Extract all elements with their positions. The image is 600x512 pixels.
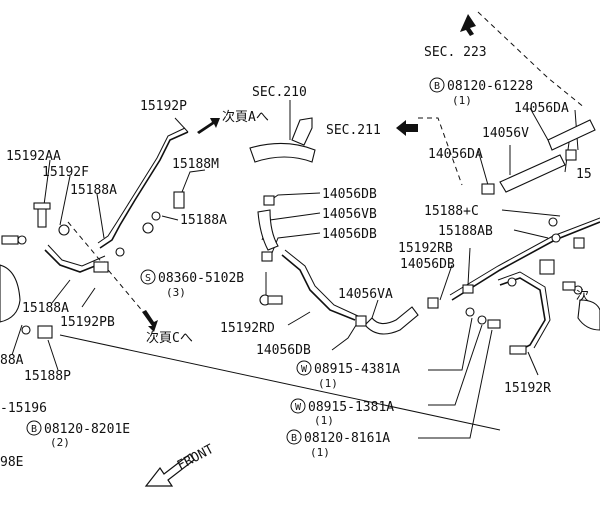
- label-14056da-top: 14056DA: [514, 101, 569, 116]
- hoses: [249, 117, 596, 335]
- arrow-next-page-c-icon: [142, 310, 158, 332]
- label-08360-qty: (3): [166, 286, 186, 299]
- label-sec211: SEC.211: [326, 123, 381, 138]
- label-right-cut: 次: [576, 288, 589, 304]
- label-next-page-a: 次頁Aへ: [222, 109, 269, 125]
- label-next-page-c: 次頁Cへ: [146, 330, 193, 346]
- label-08360-5102b: 08360-5102B: [158, 271, 244, 286]
- label-14056vb: 14056VB: [322, 207, 377, 222]
- label-15188a-a: 15188A: [70, 183, 117, 198]
- label-15-right: 15: [576, 167, 592, 182]
- arrow-sec211-icon: [396, 120, 418, 136]
- front-arrow-icon: [144, 453, 195, 487]
- label-15188ab: 15188AB: [438, 224, 493, 239]
- label-08915-1381a: 08915-1381A: [308, 400, 394, 415]
- label-14056db-2: 14056DB: [322, 227, 377, 242]
- label-08120-61228-qty: (1): [452, 94, 472, 107]
- label-15192r: 15192R: [504, 381, 551, 396]
- label-08120-8201e: 08120-8201E: [44, 422, 130, 437]
- label-08915-1381a-qty: (1): [314, 414, 334, 427]
- label-14056db-4: 14056DB: [256, 343, 311, 358]
- circle-markers: B S W W B B: [26, 77, 445, 445]
- label-15188m: 15188M: [172, 157, 219, 172]
- label-15192f: 15192F: [42, 165, 89, 180]
- w-marker-1381: W: [295, 402, 302, 413]
- label-98e: 98E: [0, 455, 23, 470]
- arrow-sec223-icon: [460, 14, 476, 36]
- b-marker-8161: B: [291, 433, 297, 444]
- label-15192p: 15192P: [140, 99, 187, 114]
- label-14056db-1: 14056DB: [322, 187, 377, 202]
- label-08120-8161a: 08120-8161A: [304, 431, 390, 446]
- label-14056va: 14056VA: [338, 287, 393, 302]
- part-labels: SEC. 223 08120-61228 (1) 14056DA 14056V …: [0, 45, 592, 474]
- label-08915-4381a-qty: (1): [318, 377, 338, 390]
- dashed-leaders: [67, 11, 586, 321]
- label-15188a-c: 15188A: [22, 301, 69, 316]
- label-14056v: 14056V: [482, 126, 529, 141]
- label-88a: 88A: [0, 353, 24, 368]
- label-08120-8201e-qty: (2): [50, 436, 70, 449]
- w-marker-4381: W: [301, 364, 308, 375]
- b-marker-8201: B: [31, 424, 37, 435]
- label-15192rb: 15192RB: [398, 241, 453, 256]
- arrow-next-page-a-icon: [197, 118, 220, 134]
- arrows: [142, 14, 476, 487]
- label-08120-8161a-qty: (1): [310, 446, 330, 459]
- label-front: FRONT: [175, 442, 217, 474]
- label-15196: -15196: [0, 401, 47, 416]
- label-15188c: 15188+C: [424, 204, 479, 219]
- label-15188a-b: 15188A: [180, 213, 227, 228]
- s-marker-08360: S: [145, 273, 151, 284]
- b-marker-61228: B: [434, 81, 440, 92]
- label-14056da-mid: 14056DA: [428, 147, 483, 162]
- label-15192aa: 15192AA: [6, 149, 61, 164]
- label-sec223: SEC. 223: [424, 45, 487, 60]
- label-15192rd: 15192RD: [220, 321, 275, 336]
- label-15192pb: 15192PB: [60, 315, 115, 330]
- label-15188p: 15188P: [24, 369, 71, 384]
- label-14056db-3: 14056DB: [400, 257, 455, 272]
- pipes: [44, 127, 600, 351]
- label-sec210: SEC.210: [252, 85, 307, 100]
- small-parts: [0, 191, 600, 355]
- label-08120-61228: 08120-61228: [447, 79, 533, 94]
- label-08915-4381a: 08915-4381A: [314, 362, 400, 377]
